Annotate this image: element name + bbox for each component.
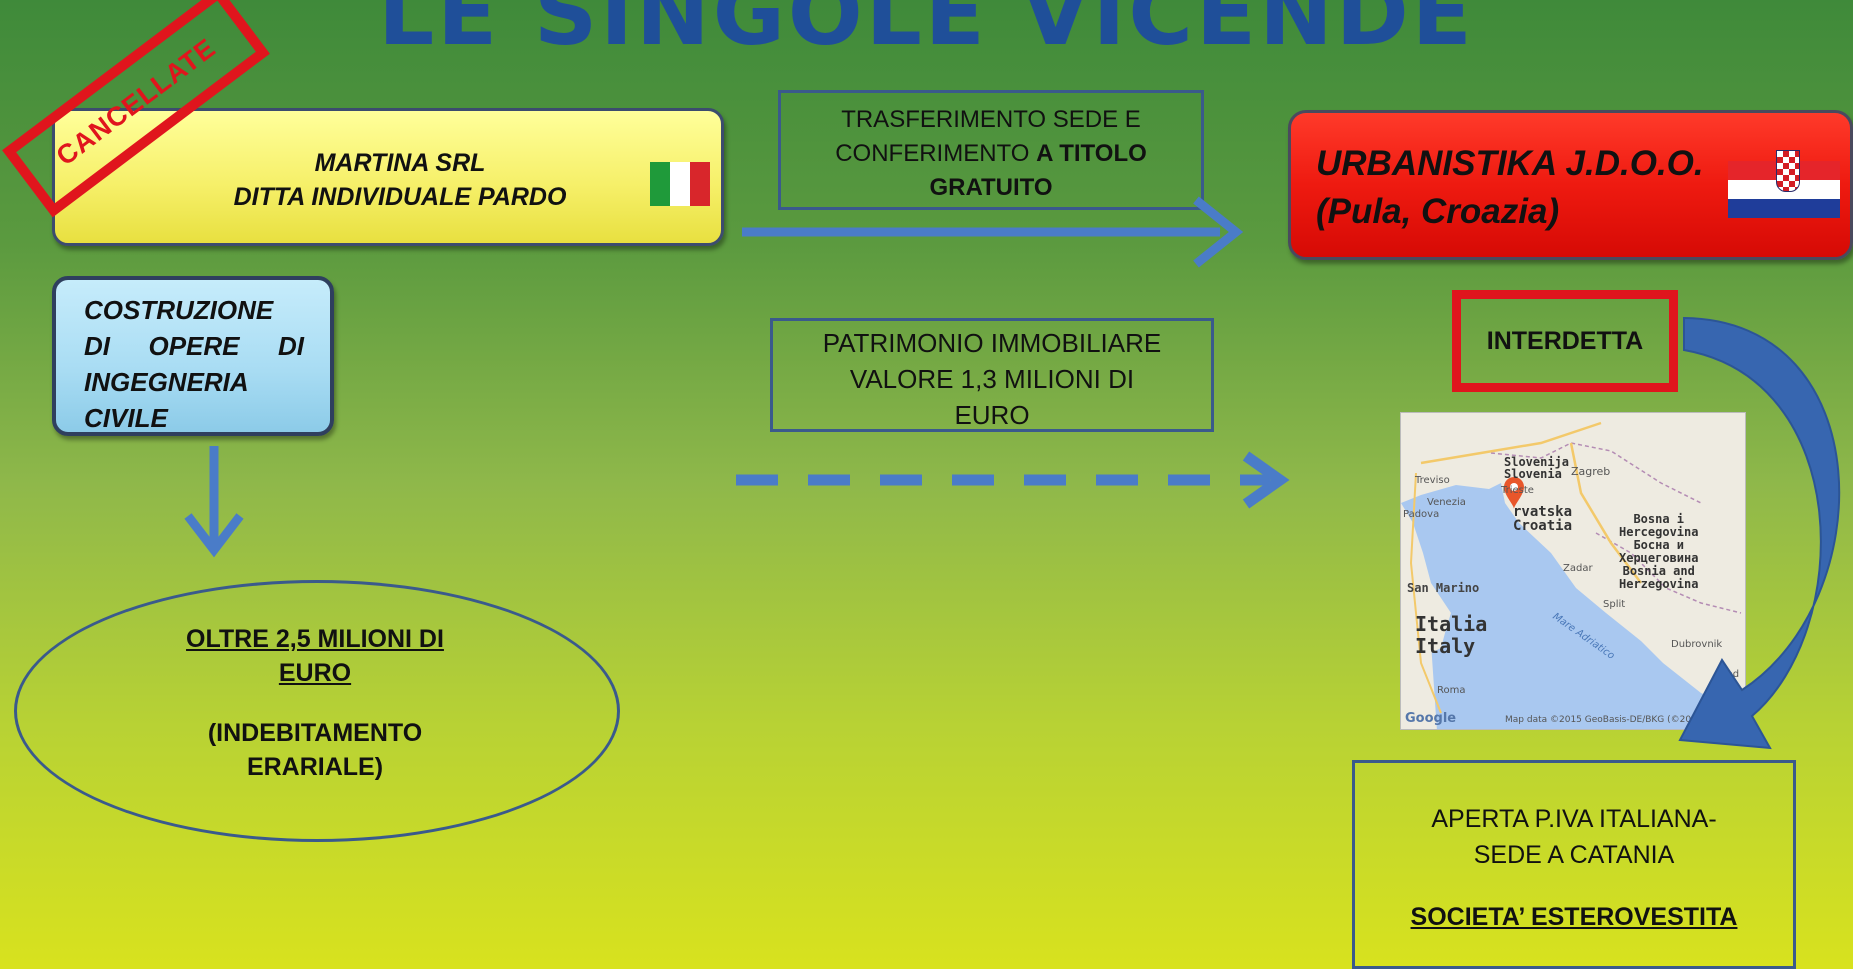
map-label-roma: Roma bbox=[1437, 685, 1466, 696]
transfer-line-2-bold: A TITOLO bbox=[1036, 140, 1147, 167]
real-estate-line-2: VALORE 1,3 MILIONI DI bbox=[849, 364, 1135, 394]
esterovestita-label: SOCIETA’ ESTEROVESTITA bbox=[1410, 903, 1738, 931]
italian-vat-line-2: SEDE A CATANIA bbox=[1473, 841, 1675, 869]
company-name-martina: MARTINA SRL bbox=[314, 149, 486, 177]
activity-box: COSTRUZIONE DI OPERE DI INGEGNERIA CIVIL… bbox=[52, 276, 334, 436]
google-logo: Google bbox=[1405, 711, 1457, 726]
asset-arrow-head bbox=[1242, 451, 1290, 509]
companies-box bbox=[52, 108, 724, 246]
croatia-coat-of-arms-icon bbox=[1776, 150, 1800, 192]
foreign-company-location: (Pula, Croazia) bbox=[1316, 192, 1560, 231]
map-label-zadar: Zadar bbox=[1563, 563, 1593, 574]
transfer-line-1: TRASFERIMENTO SEDE E bbox=[841, 106, 1141, 133]
map-label-trieste: Trieste bbox=[1501, 485, 1534, 496]
map-label-padova: Padova bbox=[1403, 509, 1440, 520]
italy-flag-icon bbox=[650, 162, 710, 206]
debt-ellipse bbox=[14, 580, 620, 842]
map-label-treviso: Treviso bbox=[1415, 475, 1450, 486]
real-estate-line-3: EURO bbox=[954, 400, 1030, 430]
activity-down-arrow-head bbox=[184, 513, 244, 558]
foreign-company-name: URBANISTIKA J.D.O.O. bbox=[1316, 144, 1704, 183]
map-label-dubrovnik: Dubrovnik bbox=[1671, 639, 1723, 650]
foreign-company-text: URBANISTIKA J.D.O.O. (Pula, Croazia) bbox=[1316, 140, 1736, 236]
real-estate-line-1: PATRIMONIO IMMOBILIARE bbox=[822, 328, 1162, 358]
company-name-pardo: DITTA INDIVIDUALE PARDO bbox=[233, 183, 567, 211]
debt-note-line-1: (INDEBITAMENTO bbox=[207, 719, 423, 747]
transfer-line-3: GRATUITO bbox=[929, 174, 1053, 201]
italian-vat-box: APERTA P.IVA ITALIANA- SEDE A CATANIA SO… bbox=[1352, 760, 1796, 969]
debt-amount-line-1: OLTRE 2,5 MILIONI DI bbox=[186, 625, 444, 653]
interdetta-box: INTERDETTA bbox=[1452, 290, 1678, 392]
debt-text: OLTRE 2,5 MILIONI DI EURO (INDEBITAMENTO… bbox=[150, 622, 480, 784]
map-label-zagreb: Zagreb bbox=[1571, 465, 1611, 478]
map-label-san-marino: San Marino bbox=[1407, 581, 1480, 595]
map-label-venezia: Venezia bbox=[1427, 497, 1466, 508]
debt-amount-line-2: EURO bbox=[278, 659, 352, 687]
companies-box-text: MARTINA SRL DITTA INDIVIDUALE PARDO bbox=[150, 146, 650, 214]
real-estate-box: PATRIMONIO IMMOBILIARE VALORE 1,3 MILION… bbox=[770, 318, 1214, 432]
transfer-box: TRASFERIMENTO SEDE E CONFERIMENTO A TITO… bbox=[778, 90, 1204, 210]
transfer-line-2: CONFERIMENTO A TITOLO bbox=[781, 137, 1201, 171]
transfer-line-2-plain: CONFERIMENTO bbox=[835, 140, 1037, 167]
map-attribution: Map data ©2015 GeoBasis-DE/BKG (©2009) G… bbox=[1505, 715, 1741, 725]
map-label-split: Split bbox=[1603, 599, 1626, 610]
page-title: LE SINGOLE VICENDE bbox=[378, 0, 1475, 65]
italian-vat-line-1: APERTA P.IVA ITALIANA- bbox=[1431, 805, 1717, 833]
map-label-pod: Pod bbox=[1721, 669, 1740, 680]
debt-note-line-2: ERARIALE) bbox=[246, 753, 384, 781]
